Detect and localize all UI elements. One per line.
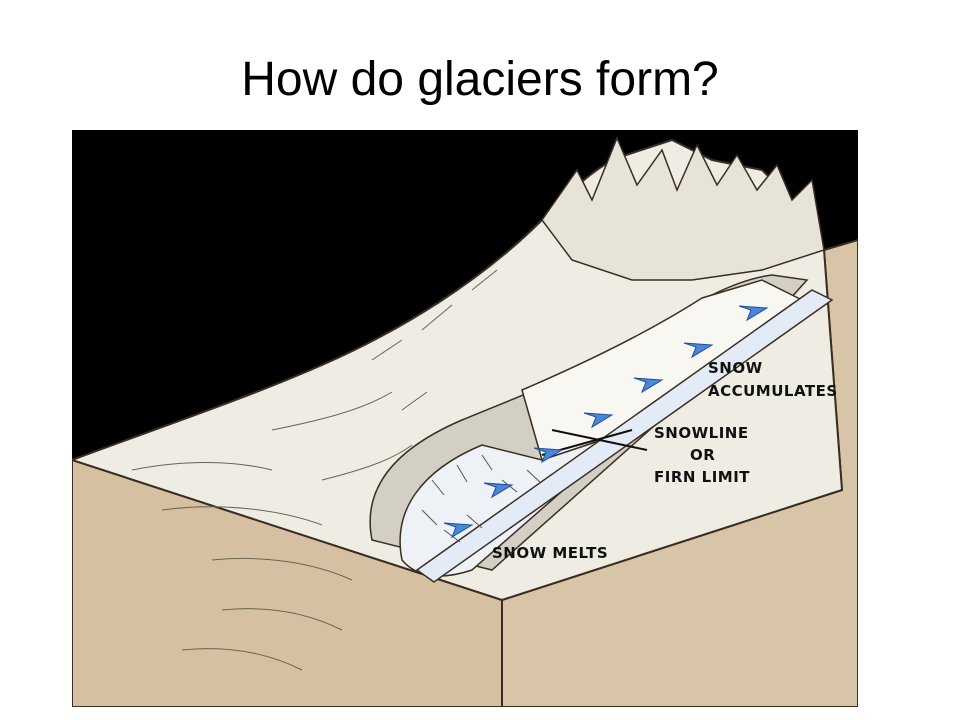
glacier-cut-face — [415, 289, 834, 583]
flow-arrow — [583, 412, 614, 429]
flow-arrow — [683, 342, 714, 359]
mountain-peaks — [541, 136, 825, 281]
slide-title: How do glaciers form? — [241, 53, 719, 106]
label-firn-limit: FIRN LIMIT — [654, 468, 750, 486]
glacier-illustration: SNOW ACCUMULATES SNOWLINE OR FIRN LIMIT … — [72, 130, 858, 707]
flow-arrow — [738, 305, 769, 322]
label-or: OR — [690, 446, 715, 464]
flow-arrow — [483, 482, 514, 499]
glacier-diagram: SNOW ACCUMULATES SNOWLINE OR FIRN LIMIT … — [72, 130, 858, 707]
flow-arrow — [443, 522, 474, 539]
label-snow-melts: SNOW MELTS — [492, 544, 608, 562]
flow-arrow — [533, 447, 564, 464]
flow-arrows — [443, 305, 769, 539]
label-accumulates: ACCUMULATES — [708, 382, 838, 400]
flow-arrow — [633, 377, 664, 394]
crevasses — [421, 454, 541, 543]
label-snow: SNOW — [708, 359, 763, 377]
label-snowline: SNOWLINE — [654, 424, 749, 442]
terrain-hatching — [131, 269, 498, 671]
